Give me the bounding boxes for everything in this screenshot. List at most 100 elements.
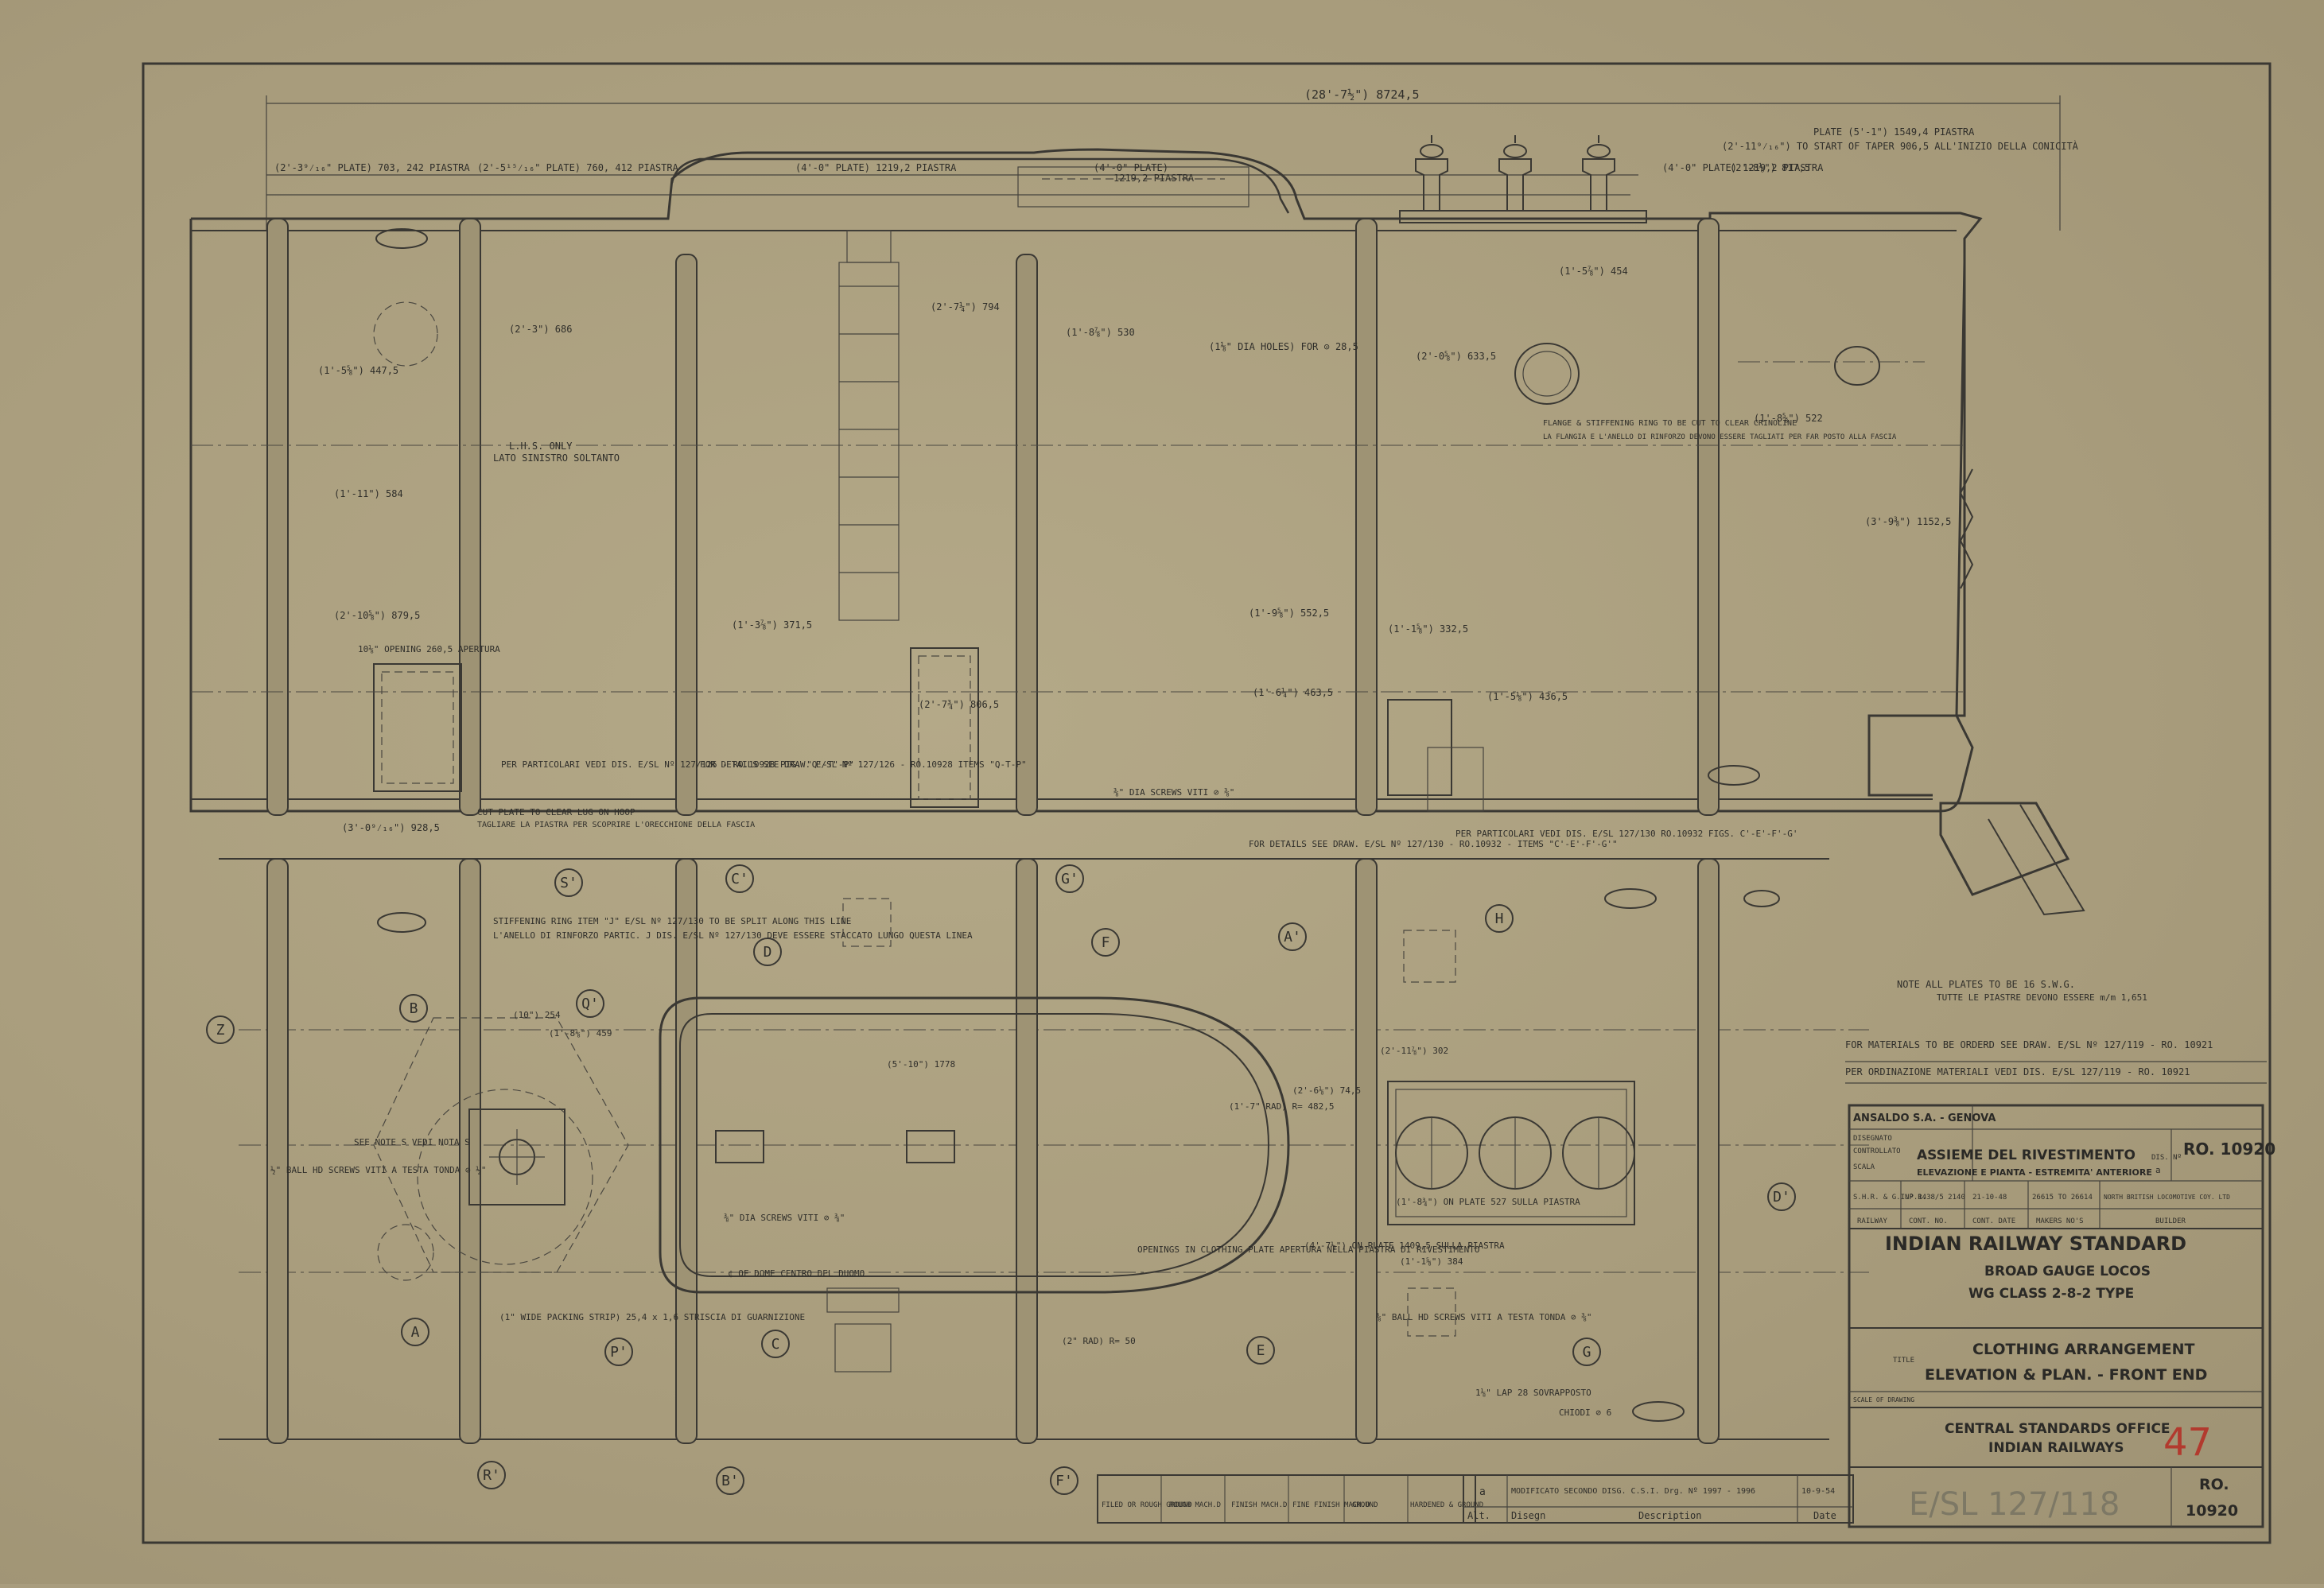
- plan-marker-letter: B: [410, 1000, 418, 1017]
- dim-label: (3'-9⅜") 1152,5: [1865, 516, 1951, 527]
- plan-marker-circle: [761, 1330, 790, 1358]
- plan-note: (2'-11⅞") 302: [1380, 1046, 1448, 1056]
- plan-marker-circle: [1767, 1182, 1796, 1211]
- finish-symbol-label: FINE FINISH MACH.D: [1292, 1501, 1370, 1509]
- company-name: ANSALDO S.A. - GENOVA: [1853, 1112, 1996, 1124]
- dim-label: (1'-5⅛") 436,5: [1487, 691, 1568, 702]
- info-label: CONT. NO.: [1909, 1217, 1948, 1225]
- dim-label: (4'-0" PLATE) 1219,2 PIASTRA: [795, 162, 957, 173]
- plan-note: ¢ OF DOME CENTRO DEL DUOMO: [728, 1268, 865, 1279]
- plan-note: (4'-7½") ON PLATE 1409,5 SULLA PIASTRA: [1304, 1241, 1505, 1251]
- sheet-number: 47: [2163, 1420, 2212, 1465]
- dim-label: (1'-6¼") 463,5: [1253, 687, 1333, 698]
- standard-title: INDIAN RAILWAY STANDARD: [1885, 1233, 2186, 1255]
- elevation-ribs: [266, 218, 1720, 816]
- row-disegnato: DISEGNATO: [1853, 1135, 1892, 1143]
- details-note: FOR DETAILS SEE DRAW. E/SL Nº 127/126 - …: [700, 759, 1027, 770]
- plan-marker-circle: [1091, 928, 1120, 957]
- plan-marker-circle: [1055, 864, 1084, 893]
- drawing-title-1: CLOTHING ARRANGEMENT: [1972, 1341, 2195, 1358]
- dim-label: (1'-5⅞") 454: [1559, 266, 1628, 277]
- plan-view: [219, 858, 1869, 1444]
- info-value: Nº 1438/5 2140: [1905, 1194, 1965, 1202]
- finish-symbol-label: ROUGH MACH.D: [1169, 1501, 1221, 1509]
- office-name-2: INDIAN RAILWAYS: [1988, 1440, 2124, 1456]
- office-name: CENTRAL STANDARDS OFFICE: [1945, 1421, 2170, 1437]
- rev-col-description: Description: [1638, 1510, 1701, 1521]
- plan-marker-circle: [206, 1015, 235, 1044]
- dome-outline: [670, 157, 1290, 214]
- plan-note: STIFFENING RING ITEM "J" E/SL Nº 127/130…: [493, 916, 851, 926]
- plan-marker-letter: H: [1495, 910, 1504, 927]
- details-note: PER PARTICOLARI VEDI DIS. E/SL 127/130 R…: [1455, 829, 1797, 839]
- dim-label: (4'-0" PLATE): [1094, 162, 1168, 173]
- plan-marker-letter: F: [1102, 934, 1110, 951]
- dim-label: (2'-11⁹⁄₁₆") TO START OF TAPER 906,5 ALL…: [1722, 140, 2079, 152]
- plan-marker-letter: B': [721, 1473, 739, 1489]
- plan-note: (5'-10") 1778: [887, 1059, 955, 1070]
- plan-marker-circle: [477, 1461, 506, 1489]
- finish-symbol-label: FILED OR ROUGH GROUND: [1102, 1501, 1192, 1509]
- row-controllato: CONTROLLATO: [1853, 1147, 1901, 1155]
- plan-marker-letter: D: [764, 944, 772, 961]
- plan-marker-circle: [554, 868, 583, 897]
- safety-valves: [1399, 135, 1647, 223]
- plan-ribs: [266, 858, 1720, 1444]
- plan-marker-circle: [1278, 922, 1307, 951]
- rev-disegn: Disegn: [1511, 1510, 1545, 1521]
- plan-marker-letter: A: [411, 1324, 420, 1341]
- plan-note: CHIODI ⊘ 6: [1559, 1407, 1611, 1418]
- dim-label: (1'-11") 584: [334, 488, 403, 499]
- note-materials: FOR MATERIALS TO BE ORDERD SEE DRAW. E/S…: [1845, 1039, 2213, 1050]
- dim-label: (2'-7¾") 806,5: [919, 699, 999, 710]
- dim-label: (1⅛" DIA HOLES) FOR ⊙ 28,5: [1209, 341, 1358, 352]
- plan-marker-letter: E: [1257, 1342, 1265, 1359]
- plan-marker-letter: C': [731, 871, 748, 887]
- rev-letter: a: [1479, 1486, 1486, 1498]
- dim-label: (1'-1⅝") 332,5: [1388, 623, 1468, 635]
- ro-label: RO.: [2199, 1476, 2229, 1493]
- side-note: LATO SINISTRO SOLTANTO: [493, 452, 620, 464]
- notes-block: NOTE ALL PLATES TO BE 16 S.W.G. TUTTE LE…: [1845, 979, 2267, 1084]
- elevation-annotations: (2'-3⁹⁄₁₆" PLATE) 703, 242 PIASTRA (2'-5…: [274, 126, 2079, 849]
- note-plates: NOTE ALL PLATES TO BE 16 S.W.G.: [1897, 979, 2075, 990]
- info-value: 21-10-48: [1972, 1194, 2007, 1202]
- drawing-title-2: ELEVATION & PLAN. - FRONT END: [1925, 1366, 2207, 1384]
- dim-label: (2'-5¹⁵⁄₁₆" PLATE) 760, 412 PIASTRA: [477, 162, 679, 173]
- dim-label: (2'-8⅛") 817,5: [1730, 162, 1810, 173]
- side-note: L.H.S. ONLY: [509, 441, 573, 452]
- cut-note: CUT PLATE TO CLEAR LUG ON HOOP: [477, 807, 635, 817]
- finish-symbol-label: GROUND: [1352, 1501, 1378, 1509]
- plan-marker-letter: D': [1773, 1189, 1790, 1206]
- screw-note: ⅜" DIA SCREWS VITI ⊘ ⅜": [1113, 787, 1234, 798]
- plan-marker-circle: [399, 994, 428, 1023]
- plan-note: ⅜" BALL HD SCREWS VITI A TESTA TONDA ⊘ ⅜…: [1376, 1312, 1592, 1322]
- info-label: CONT. DATE: [1972, 1217, 2015, 1225]
- note-materials-it: PER ORDINAZIONE MATERIALI VEDI DIS. E/SL…: [1845, 1066, 2190, 1077]
- scale-label: SCALE OF DRAWING: [1853, 1396, 1914, 1404]
- info-label: MAKERS NO'S: [2036, 1217, 2084, 1225]
- dim-label: (4'-0" PLATE) 1219,2 PIASTRA: [1662, 162, 1824, 173]
- finish-symbols-table: FILED OR ROUGH GROUND ROUGH MACH.D FINIS…: [1097, 1474, 1854, 1524]
- overall-dimension: (28'-7½") 8724,5: [1304, 87, 1420, 102]
- plan-marker-letter: G: [1583, 1344, 1591, 1361]
- details-note: FOR DETAILS SEE DRAW. E/SL Nº 127/130 - …: [1249, 839, 1618, 849]
- title-it: ASSIEME DEL RIVESTIMENTO: [1917, 1147, 2136, 1163]
- dim-label: (2'-10⅝") 879,5: [334, 610, 420, 621]
- plan-marker-letter: P': [610, 1344, 628, 1361]
- flange-note: FLANGE & STIFFENING RING TO BE CUT TO CL…: [1543, 419, 1797, 428]
- plan-marker-circle: [604, 1338, 633, 1366]
- rev-mark: a: [2155, 1165, 2161, 1175]
- plan-marker-letter: R': [483, 1467, 500, 1484]
- dim-label: (1'-9⅝") 552,5: [1249, 608, 1329, 619]
- plan-marker-letter: S': [560, 875, 577, 891]
- plan-marker-letter: G': [1061, 871, 1078, 887]
- plan-note: (1'-8¾") ON PLATE 527 SULLA PIASTRA: [1396, 1197, 1580, 1207]
- plan-marker-circle: [753, 938, 782, 966]
- finish-symbol-label: HARDENED & GROUND: [1410, 1501, 1483, 1509]
- plan-marker-circle: [1572, 1338, 1601, 1366]
- dim-label: PLATE (5'-1") 1549,4 PIASTRA: [1813, 126, 1975, 138]
- plan-marker-letter: A': [1284, 929, 1301, 945]
